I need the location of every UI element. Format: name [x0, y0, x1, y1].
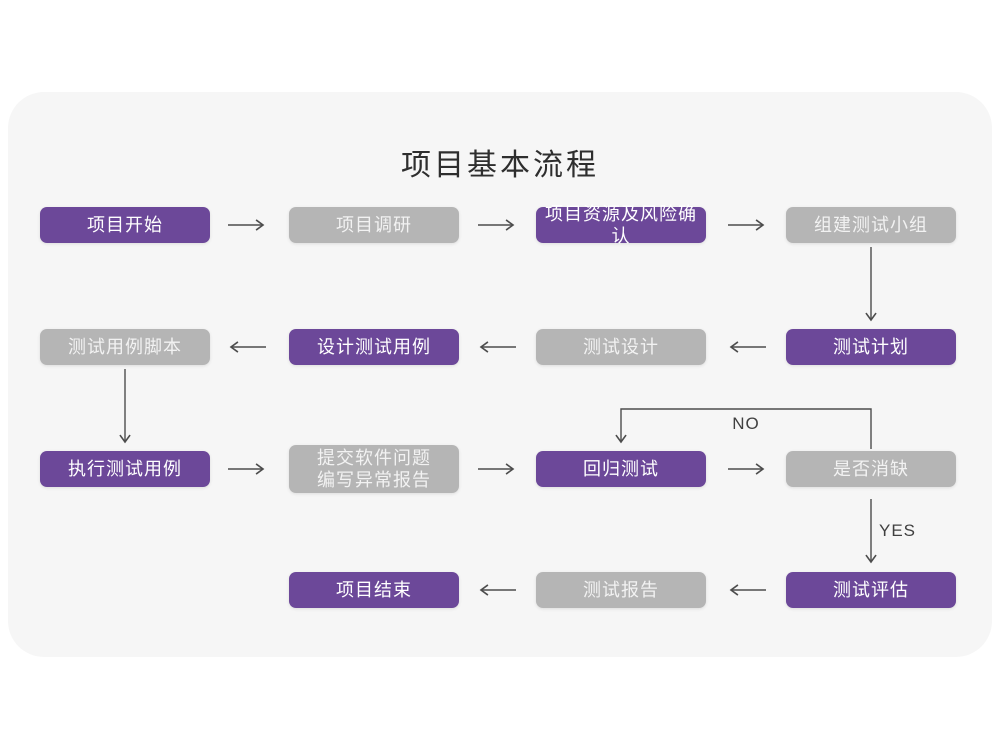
node-project-start: 项目开始 [40, 207, 210, 243]
node-label: 项目开始 [87, 215, 163, 235]
branch-label-yes: YES [879, 521, 917, 540]
node-defect-resolved: 是否消缺 [786, 451, 956, 487]
node-label: 回归测试 [583, 459, 659, 479]
node-label: 项目结束 [336, 580, 412, 600]
node-execute-test-cases: 执行测试用例 [40, 451, 210, 487]
node-label-line1: 提交软件问题 [317, 448, 431, 468]
node-regression-test: 回归测试 [536, 451, 706, 487]
node-test-design: 测试设计 [536, 329, 706, 365]
node-resource-risk: 项目资源及风险确认 [536, 204, 706, 246]
branch-label-no: NO [732, 414, 760, 433]
node-test-report: 测试报告 [536, 572, 706, 608]
node-label: 测试设计 [583, 337, 659, 357]
node-label: 组建测试小组 [814, 215, 928, 235]
node-label: 测试报告 [583, 580, 659, 600]
node-label: 测试评估 [833, 580, 909, 600]
node-test-case-script: 测试用例脚本 [40, 329, 210, 365]
node-label: 是否消缺 [833, 459, 909, 479]
node-label: 设计测试用例 [317, 337, 431, 357]
node-test-evaluation: 测试评估 [786, 572, 956, 608]
node-test-plan: 测试计划 [786, 329, 956, 365]
node-build-test-team: 组建测试小组 [786, 207, 956, 243]
node-label: 执行测试用例 [68, 459, 182, 479]
node-design-test-cases: 设计测试用例 [289, 329, 459, 365]
node-label: 项目资源及风险确认 [545, 204, 697, 246]
node-label-line2: 编写异常报告 [317, 470, 431, 490]
node-project-end: 项目结束 [289, 572, 459, 608]
node-label: 测试用例脚本 [68, 337, 182, 357]
node-label: 测试计划 [833, 337, 909, 357]
node-submit-issue-report: 提交软件问题 编写异常报告 [289, 445, 459, 493]
node-label: 项目调研 [336, 215, 412, 235]
node-project-research: 项目调研 [289, 207, 459, 243]
flowchart-card [8, 92, 992, 657]
page-title: 项目基本流程 [401, 149, 599, 182]
